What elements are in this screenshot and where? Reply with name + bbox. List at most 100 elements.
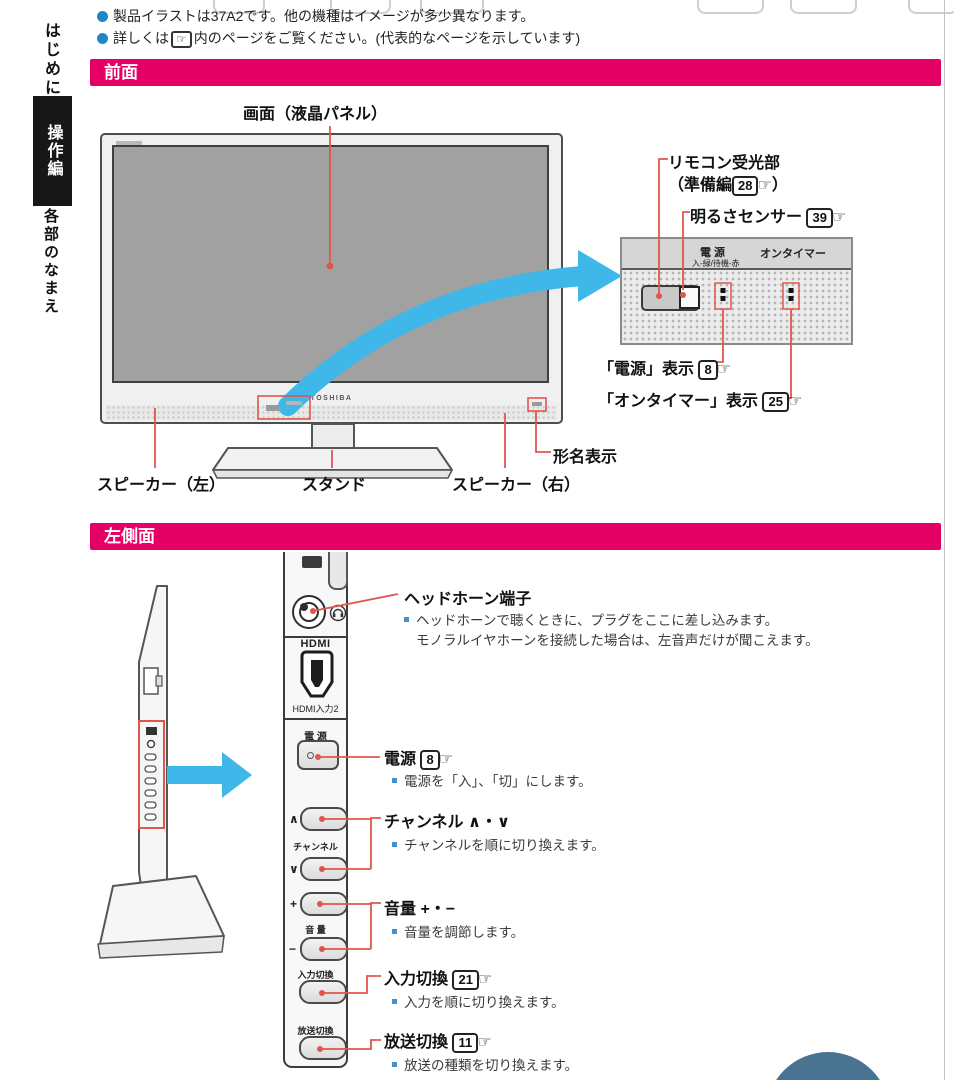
partial-button	[328, 552, 348, 590]
headphone-jack-ring	[299, 602, 319, 622]
timer-indicator-text: 「オンタイマー」表示	[598, 393, 759, 410]
tv-speaker-grille	[106, 405, 557, 420]
speaker-right-label: スピーカー（右）	[452, 477, 581, 494]
headphone-desc-2-text: モノラルイヤホーンを接続した場合は、左音声だけが聞こえます。	[416, 633, 819, 648]
page-number-circle	[766, 1052, 890, 1080]
channel-callout-title: チャンネル ∧・∨	[384, 814, 510, 831]
section-header-front: 前面	[90, 59, 941, 86]
volume-desc-text: 音量を調節します。	[404, 925, 525, 940]
bullet-dot-icon	[97, 33, 108, 44]
side-strip-highlight-box	[138, 720, 165, 829]
page-edge-line	[944, 0, 945, 1080]
speaker-left-label: スピーカー（左）	[97, 477, 226, 494]
intro-bullet-1-text: 製品イラストは37A2です。他の機種はイメージが多少異なります。	[113, 8, 535, 24]
hand-icon: ☞	[757, 177, 772, 194]
power-callout-title: 電源 8☞	[384, 745, 453, 770]
power-button	[297, 740, 339, 770]
desc-bullet-icon	[392, 778, 397, 783]
partial-box	[420, 0, 484, 14]
partial-box	[908, 0, 954, 14]
headphone-desc-1: ヘッドホーンで聴くときに、プラグをここに差し込みます。	[404, 609, 778, 629]
inset-top-strip: 電 源 入-緑/待機-赤 オンタイマー	[622, 239, 851, 270]
broadcast-desc-text: 放送の種類を切り換えます。	[404, 1058, 579, 1073]
hdmi-port	[300, 650, 334, 698]
sidebar-section-label: 各部のなまえ	[42, 208, 59, 316]
page-folder-icon: ☞	[171, 31, 192, 48]
tv-brand-logo: TOSHIBA	[310, 395, 353, 402]
channel-down-symbol: ∨	[289, 862, 299, 876]
headphone-icon	[329, 604, 347, 622]
channel-down-button	[300, 857, 348, 881]
broadcast-button	[299, 1036, 347, 1060]
volume-plus-symbol: +	[290, 897, 298, 911]
desc-bullet-icon	[392, 999, 397, 1004]
volume-desc: 音量を調節します。	[392, 921, 524, 941]
channel-label: チャンネル	[293, 842, 338, 852]
remote-sensor-pre: （準備編	[668, 177, 733, 194]
page-ref-11: 11	[452, 1033, 479, 1053]
partial-box	[330, 0, 391, 14]
strip-divider	[285, 718, 346, 720]
brightness-sensor-label: 明るさセンサー 39☞	[690, 203, 846, 228]
input-desc-text: 入力を順に切り換えます。	[404, 995, 565, 1010]
side-ports-detail	[144, 727, 157, 821]
power-desc-text: 電源を「入」、「切」にします。	[404, 774, 592, 789]
page-ref-8b: 8	[420, 750, 440, 770]
broadcast-callout-title: 放送切換 11☞	[384, 1028, 492, 1053]
screen-callout-label: 画面（液晶パネル）	[243, 106, 388, 123]
sidebar-tab-operation-label: 操作編	[44, 124, 62, 178]
sidebar-tab-operation: 操作編	[33, 96, 72, 206]
power-button-dot	[307, 752, 314, 759]
page-ref-25: 25	[762, 392, 789, 412]
hand-icon: ☞	[716, 361, 732, 378]
intro-bullet-2: 詳しくは☞内のページをご覧ください。(代表的なページを示しています)	[97, 28, 580, 48]
control-panel-inset: 電 源 入-緑/待機-赤 オンタイマー	[620, 237, 853, 345]
input-button-label: 入力切換	[297, 970, 334, 980]
headphone-jack-hole	[300, 603, 308, 611]
headphone-desc-1-text: ヘッドホーンで聴くときに、プラグをここに差し込みます。	[416, 613, 779, 628]
hand-icon: ☞	[438, 751, 454, 768]
power-indicator-label: 「電源」表示 8☞	[598, 355, 731, 380]
partial-box	[213, 0, 265, 14]
section-header-left-side: 左側面	[90, 523, 941, 550]
volume-callout-title: 音量 +・−	[384, 901, 456, 918]
page-ref-39: 39	[806, 208, 833, 228]
input-callout-text: 入力切換	[384, 971, 449, 988]
broadcast-desc: 放送の種類を切り換えます。	[392, 1054, 578, 1074]
page-ref-21: 21	[452, 970, 479, 990]
side-connector-strip: HDMI HDMI入力2 電 源 ∧ チャンネル ∨ + 音 量 − 入力切換 …	[283, 552, 348, 1068]
volume-label: 音 量	[305, 925, 326, 935]
tv-stand-drawing	[212, 423, 453, 479]
inset-grille	[622, 270, 851, 343]
input-desc: 入力を順に切り換えます。	[392, 991, 565, 1011]
broadcast-button-label: 放送切換	[297, 1026, 334, 1036]
desc-bullet-icon	[392, 1062, 397, 1067]
volume-plus-button	[300, 892, 348, 916]
top-connector-icon	[302, 556, 322, 568]
tv-side-view-drawing	[97, 585, 225, 959]
timer-indicator-label: 「オンタイマー」表示 25☞	[598, 387, 802, 412]
tv-front-bezel: TOSHIBA	[100, 133, 563, 424]
power-callout-text: 電源	[384, 751, 417, 768]
hand-icon: ☞	[831, 209, 847, 226]
channel-up-symbol: ∧	[289, 812, 299, 826]
desc-bullet-icon	[392, 842, 397, 847]
zoom-arrow-side	[167, 752, 252, 798]
partial-box	[697, 0, 764, 14]
hand-icon: ☞	[787, 393, 803, 410]
inset-power-label: 電 源	[700, 247, 726, 259]
headphone-desc-2: モノラルイヤホーンを接続した場合は、左音声だけが聞こえます。	[416, 629, 819, 649]
headphone-jack	[292, 595, 326, 629]
page-ref-28: 28	[732, 176, 759, 196]
input-button	[299, 980, 347, 1004]
inset-timer-label: オンタイマー	[760, 248, 826, 260]
partial-box	[790, 0, 857, 14]
volume-minus-button	[300, 937, 348, 961]
desc-bullet-icon	[392, 929, 397, 934]
remote-sensor-post: ）	[771, 177, 788, 194]
page-ref-8: 8	[698, 360, 718, 380]
hand-icon: ☞	[477, 971, 493, 988]
hdmi-input2-label: HDMI入力2	[292, 704, 339, 714]
stand-label: スタンド	[302, 477, 367, 494]
desc-bullet-icon	[404, 617, 409, 622]
